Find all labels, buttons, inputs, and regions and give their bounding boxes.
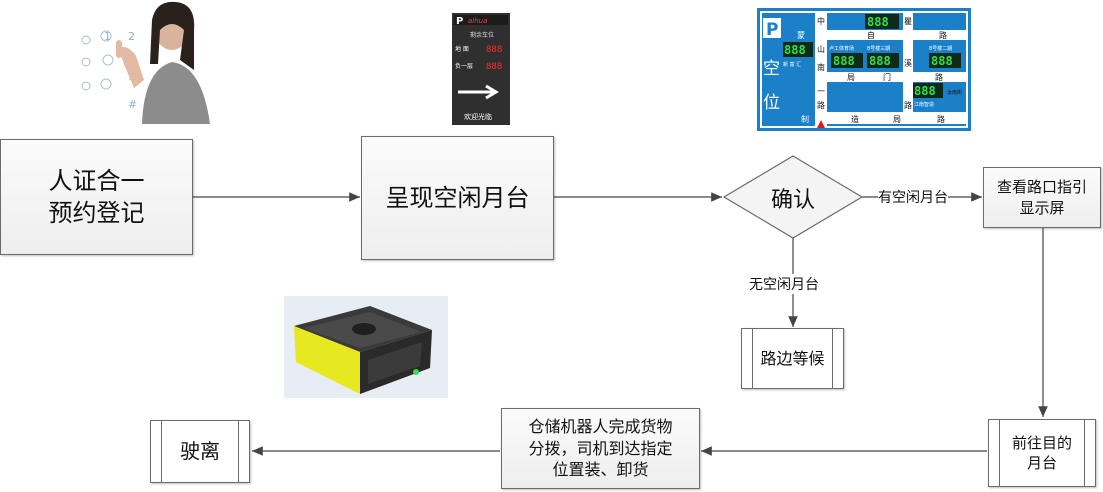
edge-label-yes: 有空闲月台: [878, 187, 948, 207]
road-digits-5: 888: [931, 54, 953, 68]
node-show-dock: 呈现空闲月台: [361, 136, 554, 260]
road-tag-4: 8号楼二期: [929, 45, 952, 52]
node-leave: 驶离: [150, 420, 250, 483]
road-bottom-3: 路: [937, 114, 945, 124]
road-bottom-0: 制: [801, 114, 809, 124]
road-digits-6: 888: [914, 84, 936, 98]
node-check-sign: 查看路口指引 显示屏: [983, 167, 1101, 228]
road-sign-p: P: [766, 20, 778, 40]
road-col-a-4: 路: [817, 100, 825, 110]
road-tag-6: 汝南街: [947, 89, 962, 96]
road-sign-left2: 位: [763, 93, 780, 113]
road-bottom-2: 局: [893, 115, 901, 124]
arrow-right-icon: [458, 84, 499, 100]
road-col-a-0: 中: [817, 16, 825, 26]
road-col-b-2: 路: [904, 100, 912, 110]
road-digits-2: 888: [784, 43, 806, 57]
road-digits-3: 888: [833, 54, 855, 68]
face-recognition-illustration: 129#: [72, 0, 210, 124]
location-marker-icon: [817, 120, 825, 128]
road-col-a-3: 一: [817, 87, 825, 96]
road-top-2: 路: [939, 30, 947, 40]
road-col-b-0: 瞿: [904, 17, 912, 26]
node-wait: 路边等候: [741, 328, 844, 389]
node-robot-task-label: 仓储机器人完成货物 分拨，司机到达指定 位置装、卸货: [528, 417, 673, 480]
parking-count-sign: P alhua 剩余车位 地 面 888 负一层 888 欢迎光临: [452, 13, 510, 125]
road-tag-1: 新 富 汇: [783, 61, 801, 68]
road-col-a-1: 山: [817, 44, 825, 54]
svg-text:#: #: [128, 98, 137, 111]
node-show-dock-label: 呈现空闲月台: [385, 183, 530, 212]
panel-sign-row2-value: 888: [486, 62, 502, 72]
node-check-sign-label: 查看路口指引 显示屏: [996, 178, 1087, 217]
node-leave-label: 驶离: [180, 439, 220, 463]
road-digits-4: 888: [869, 54, 891, 68]
road-mid-1: 门: [883, 72, 891, 82]
road-top-0: 蒙: [797, 30, 805, 40]
node-wait-label: 路边等候: [760, 348, 825, 368]
node-register-label: 人证合一 预约登记: [48, 166, 145, 227]
panel-sign-footer: 欢迎光临: [464, 112, 492, 121]
road-sign-left1: 空: [763, 59, 780, 79]
panel-sign-title: 剩余车位: [470, 31, 494, 39]
edge-label-no: 无空闲月台: [749, 274, 819, 294]
road-tag-3: 8号楼三期: [867, 45, 890, 52]
panel-sign-row1-value: 888: [486, 45, 502, 55]
road-col-b-1: 溪: [904, 58, 912, 68]
panel-sign-row2-label: 负一层: [455, 62, 473, 70]
road-mid-2: 路: [935, 72, 943, 82]
road-digits-1: 888: [867, 15, 889, 29]
svg-text:1: 1: [104, 30, 111, 43]
panel-sign-row1-label: 地 面: [455, 45, 469, 53]
svg-text:P: P: [456, 16, 463, 27]
road-tag-2: 卢工体育场: [829, 45, 854, 52]
road-top-1: 自: [867, 30, 875, 40]
node-go-dock: 前往目的 月台: [988, 419, 1096, 487]
road-tag-5: 江南智造: [914, 101, 934, 108]
node-go-dock-label: 前往目的 月台: [1011, 433, 1072, 472]
decision-confirm: [722, 155, 864, 239]
node-confirm-label: 确认: [770, 188, 815, 213]
node-robot-task: 仓储机器人完成货物 分拨，司机到达指定 位置装、卸货: [501, 408, 700, 489]
road-col-a-2: 南: [817, 62, 825, 72]
road-guidance-sign: P 空 位 中 山 南 一 路 蒙 自 路 局 门 路 制 造 局 路 瞿 溪 …: [757, 8, 971, 131]
svg-text:2: 2: [128, 30, 135, 43]
panel-sign-brand: alhua: [468, 17, 487, 25]
road-bottom-1: 造: [851, 114, 859, 124]
node-register: 人证合一 预约登记: [0, 139, 193, 255]
warehouse-robot-illustration: [284, 296, 448, 398]
road-mid-0: 局: [847, 73, 855, 82]
